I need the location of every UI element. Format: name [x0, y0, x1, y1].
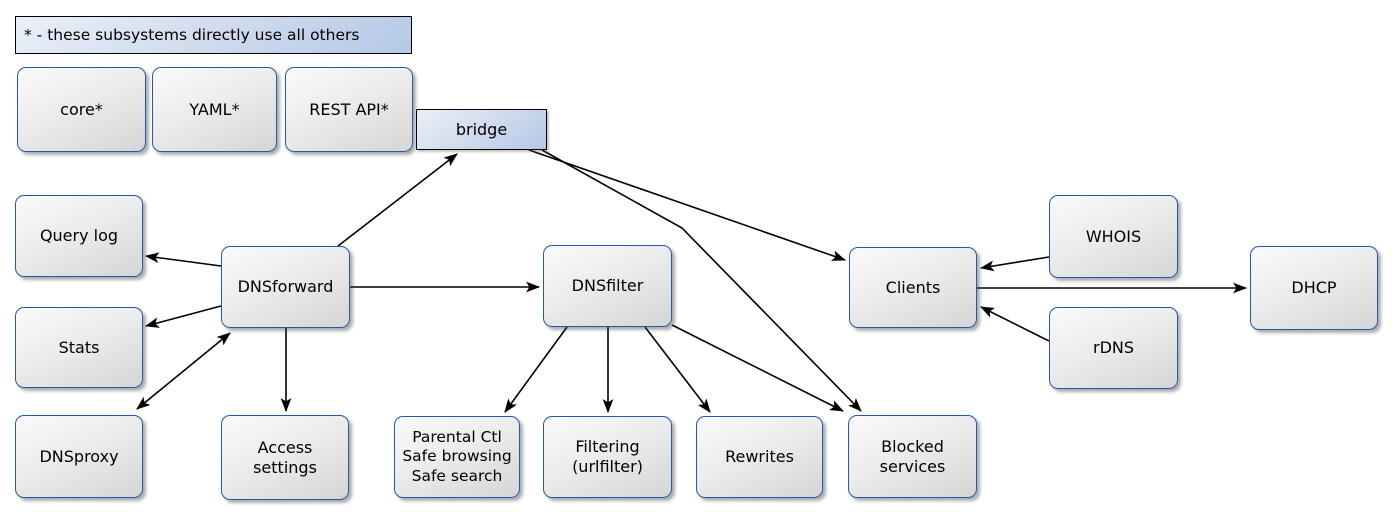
- node-parental: Parental Ctl Safe browsing Safe search: [394, 416, 520, 498]
- node-rewrites: Rewrites: [696, 416, 823, 498]
- node-rdns: rDNS: [1049, 307, 1178, 389]
- edge-dnsforward-querylog: [144, 252, 222, 267]
- node-yaml: YAML*: [152, 67, 277, 152]
- edge-rdns-clients: [980, 306, 1050, 342]
- node-clients: Clients: [849, 247, 977, 328]
- edge-dnsforward-dnsproxy: [136, 332, 231, 410]
- node-dnsfilter: DNSfilter: [543, 245, 672, 327]
- edge-bridge-blocked: [541, 149, 862, 412]
- node-dhcp: DHCP: [1250, 246, 1378, 330]
- node-dnsproxy: DNSproxy: [15, 415, 143, 498]
- node-core: core*: [17, 67, 146, 152]
- node-stats: Stats: [15, 307, 143, 388]
- node-blocked-services: Blocked services: [848, 415, 977, 498]
- edge-bridge-clients: [528, 149, 847, 261]
- node-access-settings: Access settings: [221, 415, 349, 500]
- edge-dnsforward-bridge: [337, 153, 458, 247]
- legend-note: * - these subsystems directly use all ot…: [15, 16, 412, 54]
- node-dnsforward: DNSforward: [221, 246, 350, 328]
- node-query-log: Query log: [15, 195, 143, 277]
- edge-whois-clients: [979, 256, 1050, 272]
- edge-dnsfilter-parental: [504, 326, 568, 413]
- edge-dnsfilter-blocked: [671, 324, 844, 412]
- node-filtering: Filtering (urlfilter): [543, 416, 672, 498]
- edge-dnsforward-stats: [144, 305, 222, 328]
- node-bridge: bridge: [416, 109, 547, 150]
- node-rest-api: REST API*: [285, 67, 413, 152]
- node-whois: WHOIS: [1049, 195, 1178, 278]
- edge-dnsfilter-rewrites: [644, 326, 711, 413]
